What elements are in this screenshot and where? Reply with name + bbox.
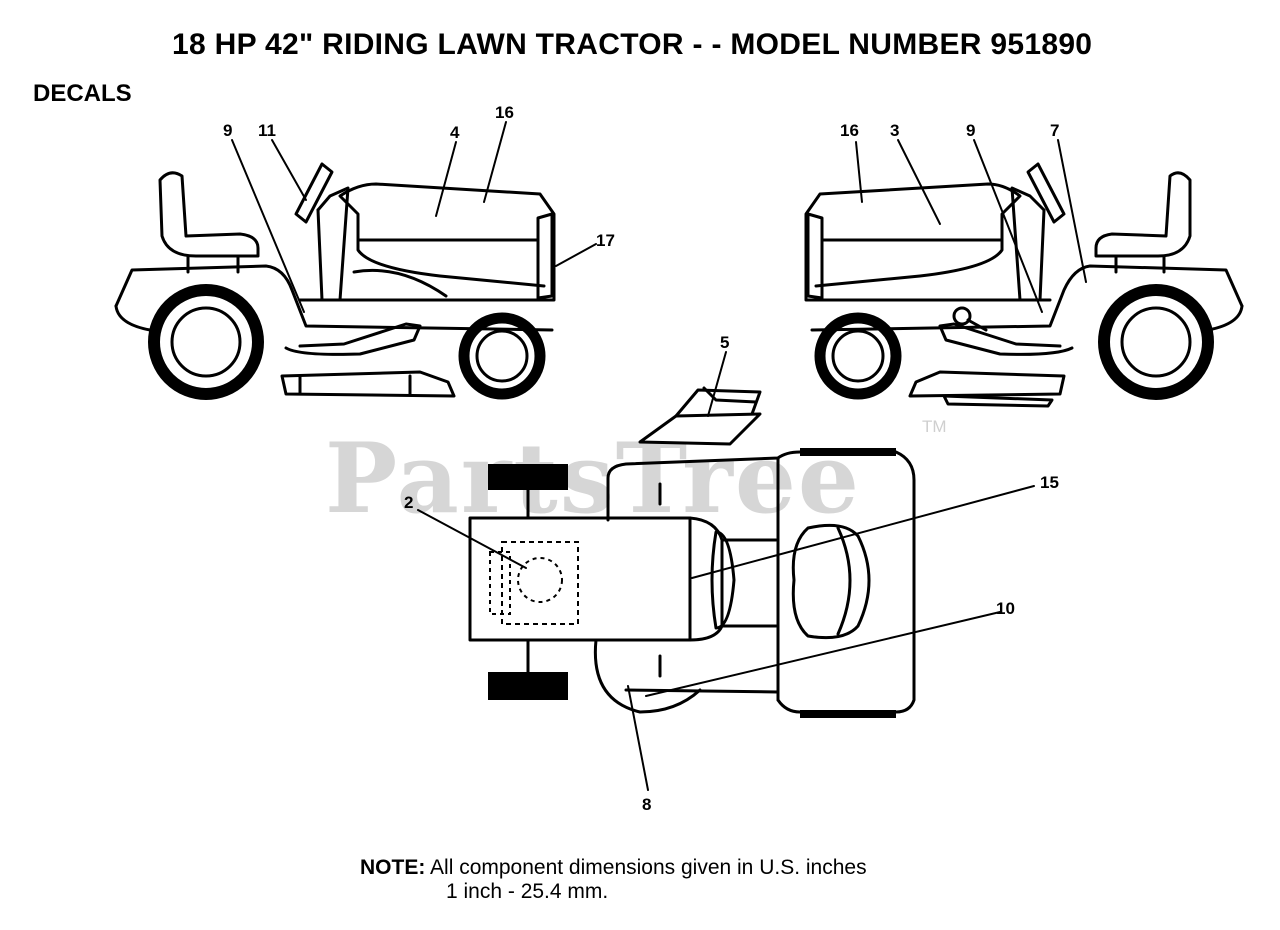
front-tire-top-upper <box>488 464 568 490</box>
callout-10: 10 <box>996 599 1015 618</box>
decal-area-top <box>501 541 579 625</box>
note-line-1: All component dimensions given in U.S. i… <box>430 856 867 879</box>
footrest-left <box>284 322 422 356</box>
front-wheel-right <box>814 312 902 400</box>
mower-deck-right <box>908 370 1066 398</box>
callout-9-left: 9 <box>223 121 232 140</box>
seat-left <box>158 171 260 258</box>
rear-tire-top-lower <box>800 710 896 718</box>
dimension-note: NOTE: All component dimensions given in … <box>360 856 867 904</box>
callout-16-left: 16 <box>495 103 514 122</box>
shift-knob-right <box>952 306 972 326</box>
tractor-left-side-view <box>114 162 556 400</box>
tractor-top-view <box>468 386 916 718</box>
grille-right <box>806 212 824 300</box>
callout-9-right: 9 <box>966 121 975 140</box>
section-title: DECALS <box>33 80 132 107</box>
rear-wheel-right <box>1098 284 1214 400</box>
front-wheel-left <box>458 312 546 400</box>
callouts: 9 11 4 16 17 16 3 9 7 5 2 15 10 8 <box>223 103 1059 814</box>
steering-column-left <box>316 186 350 302</box>
note-line-2: 1 inch - 25.4 mm. <box>446 880 609 903</box>
rear-fender-left <box>114 264 554 332</box>
steering-wheel-right <box>1026 162 1066 224</box>
callout-8: 8 <box>642 795 651 814</box>
leader-lines <box>231 121 1087 791</box>
callout-4: 4 <box>450 123 460 142</box>
seat-top <box>638 412 762 446</box>
callout-17: 17 <box>596 231 615 250</box>
callout-7: 7 <box>1050 121 1059 140</box>
rear-fender-right <box>810 264 1244 332</box>
fender-lower-top <box>593 638 702 714</box>
page-title: 18 HP 42" RIDING LAWN TRACTOR - - MODEL … <box>172 28 1093 61</box>
steering-wheel-left <box>294 162 334 224</box>
mower-deck-left <box>280 370 456 398</box>
rear-body-top <box>606 450 916 714</box>
rear-tire-top-upper <box>800 448 896 456</box>
footrest-right <box>938 322 1074 356</box>
front-tire-top-lower <box>488 672 568 700</box>
seat-base-top <box>791 523 871 640</box>
watermark-tm: TM <box>922 417 947 436</box>
watermark: PartsTree TM <box>325 417 947 535</box>
callout-5: 5 <box>720 333 729 352</box>
tractor-right-side-view <box>804 162 1244 408</box>
callout-11: 11 <box>258 121 276 140</box>
steering-column-right <box>1010 186 1046 302</box>
callout-16-right: 16 <box>840 121 859 140</box>
watermark-text: PartsTree <box>325 422 861 535</box>
note-label: NOTE: <box>360 856 426 879</box>
callout-15: 15 <box>1040 473 1059 492</box>
seat-right <box>1094 171 1192 258</box>
callout-3: 3 <box>890 121 899 140</box>
callout-2: 2 <box>404 493 413 512</box>
grille-left <box>536 212 554 300</box>
